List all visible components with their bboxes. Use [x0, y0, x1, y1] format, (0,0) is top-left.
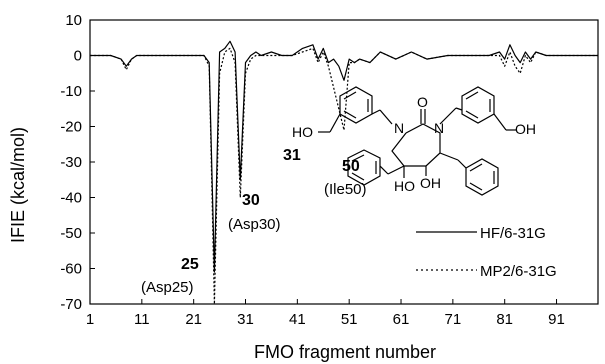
- molecule-left-bridge: [371, 109, 381, 115]
- annotation-30-residue: (Asp30): [228, 216, 281, 233]
- x-tick-label: 71: [445, 311, 462, 328]
- molecule-lr-benzene-db1: [469, 163, 483, 172]
- molecule-lr-bond: [457, 159, 467, 169]
- molecule-label-oh-right: OH: [515, 121, 536, 137]
- legend-label-hf: HF/6-31G: [480, 225, 546, 242]
- molecule-ll-benzene-db1: [351, 154, 365, 162]
- legend-label-mp2: MP2/6-31G: [480, 263, 557, 280]
- x-tick-label: 91: [548, 311, 565, 328]
- molecule-left-ch2oh: [329, 113, 341, 133]
- annotation-30-number: 30: [242, 192, 260, 209]
- y-tick-label: 10: [65, 12, 82, 29]
- y-tick-label: -60: [60, 261, 82, 278]
- x-tick-label: 11: [134, 311, 150, 328]
- annotation-25-residue: (Asp25): [141, 279, 194, 296]
- x-tick-label: 1: [86, 311, 94, 328]
- y-tick-label: -20: [60, 119, 82, 136]
- annotation-50-number: 50: [342, 158, 360, 175]
- plot-frame: [89, 19, 599, 305]
- x-tick-label: 61: [393, 311, 410, 328]
- series-layer: [90, 40, 598, 305]
- molecule-label-n-left: N: [394, 120, 404, 136]
- molecule-label-ho-bottom: HO: [394, 178, 415, 194]
- molecule-ll-benzene: [347, 149, 381, 186]
- molecule-label-oh-bottom: OH: [420, 175, 441, 191]
- series-line-mp2: [90, 47, 598, 305]
- annotation-31-number: 31: [283, 147, 301, 164]
- molecule-left-benzene-db3: [343, 110, 357, 119]
- molecule-lr-ch2: [439, 152, 459, 161]
- molecule-label-n-right: N: [434, 120, 444, 136]
- x-axis-title: FMO fragment number: [254, 342, 436, 362]
- x-tick-label: 31: [237, 311, 254, 328]
- annotation-50-residue: (Ile50): [324, 181, 367, 198]
- y-axis-title: IFIE (kcal/mol): [8, 127, 28, 243]
- molecule-lr-benzene: [465, 158, 499, 196]
- molecule-lr-benzene-db3: [469, 182, 483, 191]
- molecule-label-ho-left: HO: [292, 124, 313, 140]
- molecule-ll-benzene-db3: [351, 172, 365, 181]
- y-tick-label: -40: [60, 190, 82, 207]
- molecule-right-bridge: [455, 107, 463, 111]
- molecule-ll-bond: [379, 165, 389, 175]
- legend: HF/6-31G MP2/6-31G: [416, 225, 557, 280]
- y-tick-label: -70: [60, 296, 82, 313]
- molecule-right-ch2: [439, 107, 457, 125]
- x-tick-label: 41: [289, 311, 306, 328]
- molecule-ring: [391, 123, 441, 167]
- y-tick-label: -10: [60, 83, 82, 100]
- molecule-right-benzene-db1: [465, 91, 479, 100]
- molecule-right-ch2oh: [493, 113, 507, 131]
- molecule-left-benzene-db1: [343, 91, 357, 100]
- y-tick-label: -50: [60, 225, 82, 242]
- molecule-ll-ch2: [387, 165, 405, 175]
- molecule-left-ch2: [379, 109, 393, 125]
- annotation-25-number: 25: [181, 256, 199, 273]
- molecule-structure: [318, 86, 516, 196]
- x-tick-label: 21: [185, 311, 202, 328]
- y-tick-label: 0: [74, 48, 82, 65]
- molecule-label-o: O: [417, 94, 428, 110]
- x-tick-label: 51: [341, 311, 358, 328]
- y-tick-label: -30: [60, 154, 82, 171]
- molecule-right-benzene-db3: [465, 110, 479, 119]
- x-tick-label: 81: [496, 311, 513, 328]
